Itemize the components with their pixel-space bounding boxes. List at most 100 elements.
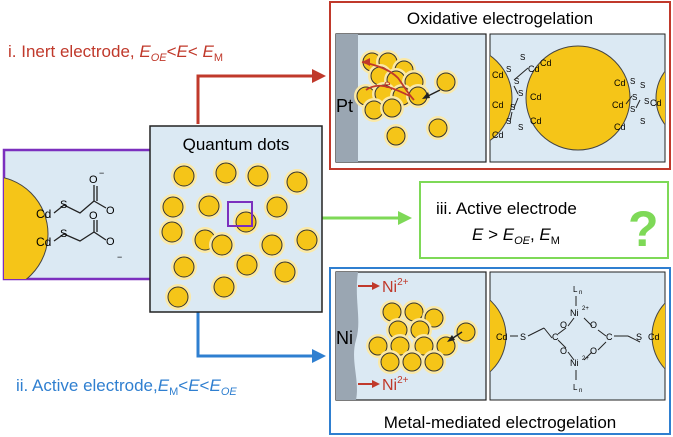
pt-electrode-label: Pt (336, 96, 353, 116)
route-iii-arrowhead (398, 211, 412, 225)
quantum-dot (386, 126, 406, 146)
zoom-o-1: O (89, 174, 98, 186)
route-i-label: i. Inert electrode, EOE<E< EM (8, 42, 223, 64)
quantum-dots-box: Quantum dots (149, 125, 323, 313)
quantum-dot (424, 352, 444, 372)
s-atom: S (506, 117, 511, 126)
cd-atom: Cd (530, 116, 542, 126)
ni-electrode-label: Ni (336, 328, 353, 348)
cd-atom: Cd (612, 100, 624, 110)
c-atom: C (552, 332, 559, 342)
bond-line (509, 111, 513, 123)
disulfide-qd-left (490, 54, 513, 142)
cd-atom: Cd (492, 70, 504, 80)
s-atom: S (510, 103, 515, 112)
qd-cluster-center (159, 160, 320, 310)
qd-cluster-oxidative (354, 50, 458, 148)
bond-line (557, 327, 567, 335)
bond-line (627, 335, 641, 343)
zoom-o-4: O (106, 236, 115, 248)
s-atom: S (518, 123, 523, 132)
ligand-zoom-box: Cd Cd S S O − O O O − (2, 148, 154, 281)
quantum-dot (247, 165, 269, 187)
quantum-dot (173, 165, 195, 187)
zoom-minus-1: − (99, 168, 104, 178)
bond-line (557, 339, 567, 349)
quantum-dot (266, 196, 288, 218)
quantum-dot (456, 322, 476, 342)
route-ii-arrowhead (312, 349, 326, 363)
quantum-dot (424, 308, 444, 328)
quantum-dot (167, 286, 189, 308)
s-atom: S (644, 97, 649, 106)
ni-bridge-qd-right (651, 302, 665, 370)
bond-line (597, 329, 607, 337)
bond-line (543, 327, 553, 339)
ligand-label: L (573, 383, 578, 392)
cd-atom: Cd (492, 130, 504, 140)
ni-charge: 2+ (582, 306, 589, 312)
quantum-dot (428, 118, 448, 138)
bond-line (583, 351, 593, 361)
bond-line (527, 327, 545, 337)
electron-path (361, 61, 415, 101)
o-atom: O (560, 346, 567, 356)
ni-ion-bottom: Ni2+ (382, 375, 409, 394)
bond-line (513, 67, 529, 81)
cd-atom: Cd (614, 78, 626, 88)
s-atom: S (640, 117, 645, 126)
quantum-dot (198, 195, 220, 217)
zoom-cd-1: Cd (36, 207, 51, 221)
quantum-dot (213, 276, 235, 298)
route-iii-box: iii. Active electrode E > EOE, EM ? (419, 181, 669, 259)
cd-atom: Cd (492, 100, 504, 110)
bond-line (583, 317, 593, 327)
ni-atom: Ni (570, 308, 579, 318)
ligand-label: L (573, 285, 578, 294)
ni-atom: Ni (570, 358, 579, 368)
bond-line (625, 95, 633, 105)
quantum-dot (414, 336, 434, 356)
bond-line (513, 97, 519, 109)
quantum-dot (274, 261, 296, 283)
cd-atom: Cd (650, 98, 662, 108)
route-i-arrow (196, 74, 312, 124)
bond-line (597, 341, 607, 351)
ni-electrode (336, 272, 359, 400)
o-atom: O (590, 346, 597, 356)
quantum-dot (296, 229, 318, 251)
disulfide-qd-right (655, 70, 665, 126)
o-atom: O (590, 320, 597, 330)
s-atom: S (518, 89, 523, 98)
ligand-sub: n (579, 290, 582, 296)
s-atom: S (520, 53, 525, 62)
electron-label: e (384, 77, 391, 91)
s-atom: S (630, 105, 635, 114)
quantum-dot (368, 336, 388, 356)
s-atom: S (640, 81, 645, 90)
route-ii-arrow (196, 312, 312, 358)
route-i-arrowhead (312, 69, 326, 83)
route-iii-line1: iii. Active electrode (436, 199, 577, 218)
quantum-dot (380, 352, 400, 372)
zoom-minus-2: − (117, 252, 122, 262)
ni-ion-top: Ni2+ (382, 277, 409, 296)
quantum-dot (286, 171, 308, 193)
quantum-dot (436, 336, 456, 356)
quantum-dot (215, 162, 237, 184)
zoom-o-2: O (106, 205, 115, 217)
ligand-sub: n (579, 388, 582, 394)
cd-atom: Cd (528, 64, 540, 74)
zoom-cd-2: Cd (36, 235, 51, 249)
route-iii-question-mark: ? (628, 201, 659, 257)
oxidative-panel: Oxidative electrogelation Pt e CdCdCdSSS… (329, 1, 671, 170)
zoom-o-3: O (89, 210, 98, 222)
quantum-dot (211, 234, 233, 256)
cd-atom: Cd (530, 92, 542, 102)
bond-line (567, 317, 575, 327)
route-iii-line2: E > EOE, EM (472, 225, 560, 247)
